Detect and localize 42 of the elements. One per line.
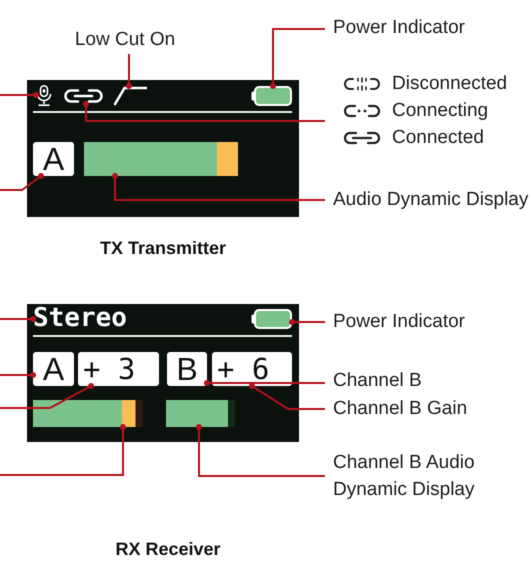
leader-line (0, 372, 36, 378)
status-label: Connected (392, 126, 484, 148)
gain-indicator: + 6 (212, 352, 292, 386)
low-cut-icon (113, 86, 147, 106)
leader-line (289, 319, 325, 325)
leader-line (196, 424, 325, 477)
gain-indicator: + 3 (78, 352, 159, 386)
channel-indicator: B (167, 352, 207, 386)
callout-label: Channel B Gain (333, 398, 468, 420)
leader-line (204, 380, 325, 386)
battery-icon (251, 86, 292, 106)
callout-label: Channel B Audio Dynamic Display (333, 449, 483, 503)
leader-line (0, 92, 39, 98)
display-screen (27, 80, 299, 217)
callout-label: Power Indicator (333, 17, 466, 39)
leader-line (126, 54, 132, 89)
channel-indicator: A (33, 352, 74, 386)
level-meter (33, 400, 143, 427)
callout-label: Channel B (333, 370, 422, 392)
level-meter (84, 142, 238, 176)
status-label: Disconnected (392, 72, 508, 94)
level-meter (166, 400, 235, 427)
status-label: Connecting (392, 100, 488, 122)
callout-label: Power Indicator (333, 311, 466, 333)
battery-icon (251, 309, 292, 329)
channel-indicator: A (33, 142, 74, 176)
callout-label: Low Cut On (74, 29, 176, 51)
leader-line (112, 173, 325, 201)
display-screen (27, 304, 299, 442)
link-icon (63, 88, 104, 104)
leader-line (83, 101, 325, 122)
leader-line (0, 383, 94, 409)
leader-line (270, 28, 325, 89)
leader-line (0, 424, 126, 476)
mode-label: Stereo (33, 305, 127, 332)
leader-line (0, 316, 36, 322)
leader-line (0, 173, 44, 191)
callout-label: Audio Dynamic Display (333, 189, 528, 211)
section-title: RX Receiver (115, 538, 221, 560)
leader-line (249, 383, 325, 410)
microphone-icon (36, 85, 52, 106)
section-title: TX Transmitter (100, 237, 226, 259)
